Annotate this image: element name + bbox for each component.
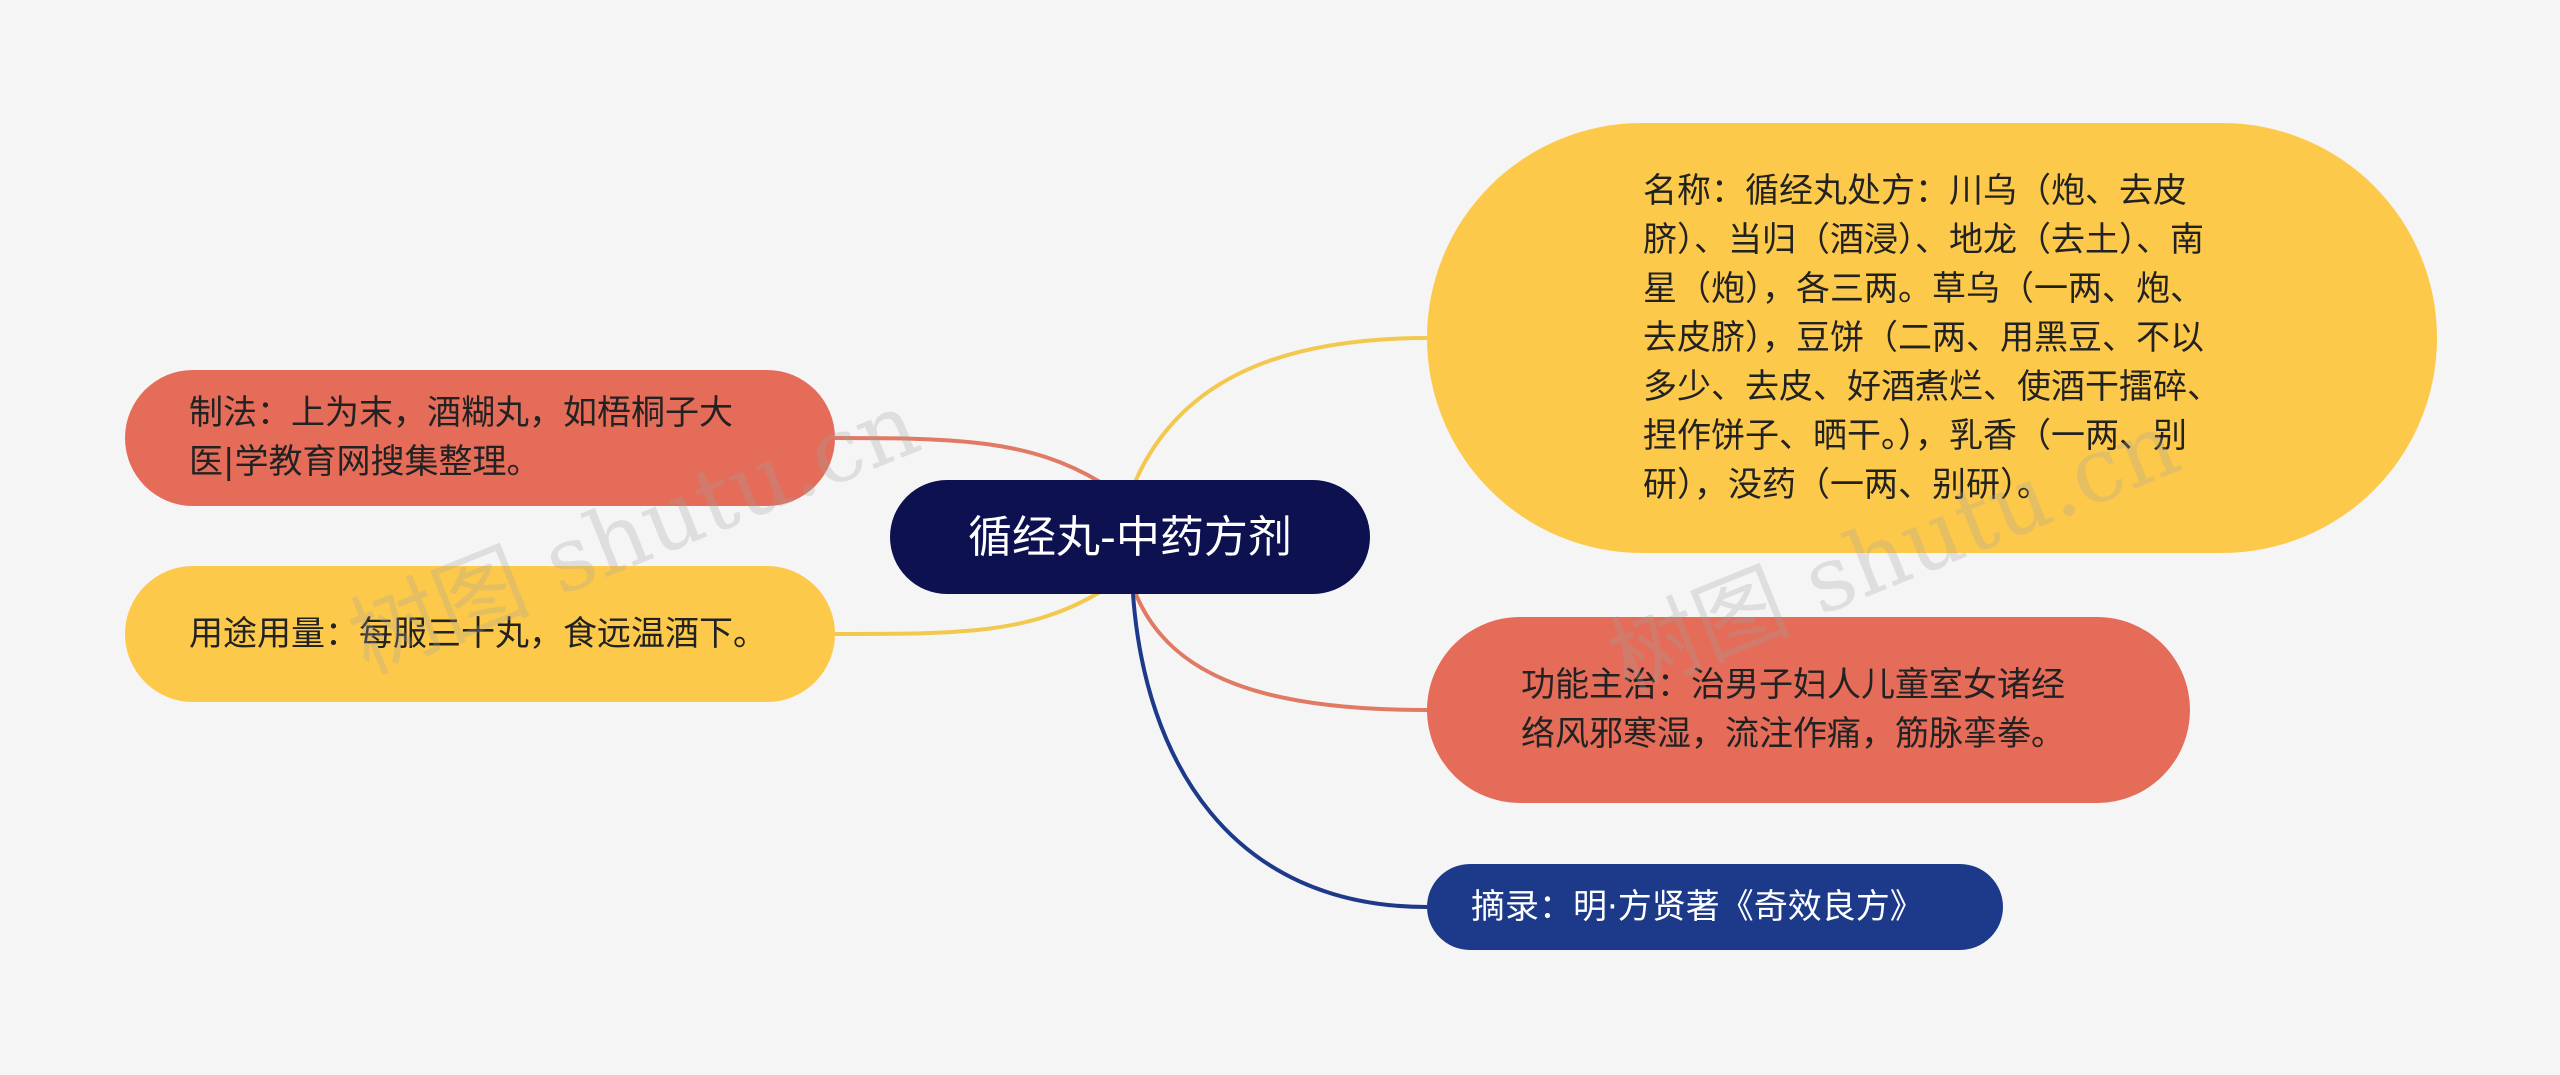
- node-yongtu[interactable]: 用途用量：每服三十丸，食远温酒下。: [125, 566, 835, 702]
- node-gongneng[interactable]: 功能主治：治男子妇人儿童室女诸经络风邪寒湿，流注作痛，筋脉挛拳。: [1427, 617, 2190, 803]
- node-zhifa[interactable]: 制法：上为末，酒糊丸，如梧桐子大医|学教育网搜集整理。: [125, 370, 835, 506]
- node-zhailu[interactable]: 摘录：明·方贤著《奇效良方》: [1427, 864, 2003, 950]
- connector-mingcheng: [1133, 336, 1428, 483]
- node-mingcheng[interactable]: 名称：循经丸处方：川乌（炮、去皮脐）、当归（酒浸）、地龙（去土）、南星（炮），各…: [1427, 123, 2437, 553]
- node-zhifa-text: 制法：上为末，酒糊丸，如梧桐子大医|学教育网搜集整理。: [189, 393, 733, 482]
- connector-zhifa: [834, 436, 1102, 484]
- node-zhailu-text: 摘录：明·方贤著《奇效良方》: [1471, 886, 1924, 927]
- node-mingcheng-text: 名称：循经丸处方：川乌（炮、去皮脐）、当归（酒浸）、地龙（去土）、南星（炮），各…: [1643, 170, 2221, 505]
- center-topic-label: 循经丸-中药方剂: [968, 511, 1292, 563]
- connector-gongneng: [1133, 591, 1428, 712]
- connector-yongtu: [834, 590, 1102, 636]
- connector-zhailu: [1131, 593, 1428, 909]
- node-yongtu-text: 用途用量：每服三十丸，食远温酒下。: [189, 613, 767, 654]
- center-topic-node[interactable]: 循经丸-中药方剂: [890, 480, 1370, 594]
- node-gongneng-text: 功能主治：治男子妇人儿童室女诸经络风邪寒湿，流注作痛，筋脉挛拳。: [1521, 665, 2065, 754]
